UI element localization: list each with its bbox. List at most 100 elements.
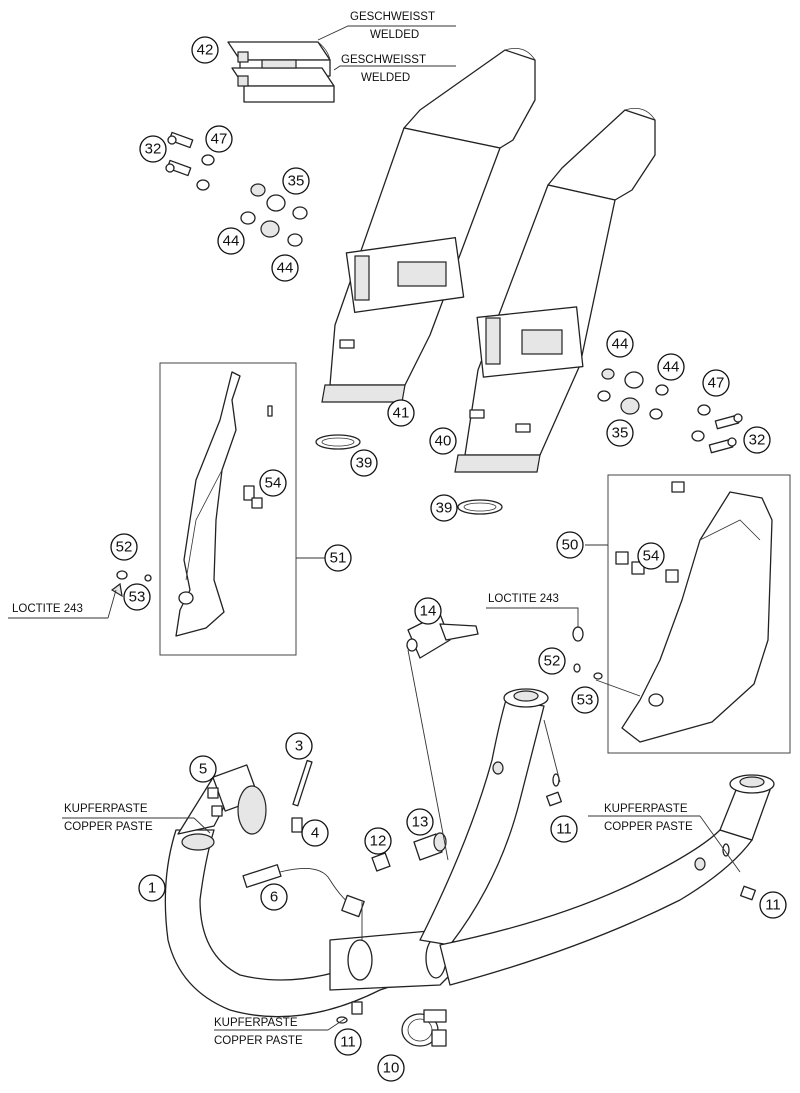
svg-text:32: 32 <box>749 432 766 449</box>
callout-42: 42 <box>191 36 219 64</box>
svg-text:54: 54 <box>643 548 660 565</box>
svg-text:47: 47 <box>708 375 725 392</box>
stud-part <box>292 759 313 807</box>
svg-text:44: 44 <box>223 233 240 250</box>
svg-text:11: 11 <box>340 1034 356 1051</box>
svg-text:1: 1 <box>148 880 156 897</box>
note-loctite-right: LOCTITE 243 <box>488 593 559 605</box>
callout-10: 10 <box>377 1054 405 1082</box>
muffler-right-part <box>454 107 656 473</box>
callout-41: 41 <box>387 399 415 427</box>
callout-32-left: 32 <box>139 135 167 163</box>
svg-text:40: 40 <box>435 433 452 450</box>
screw-11-parts <box>336 773 756 1024</box>
nut-part <box>371 852 391 872</box>
spacer-part <box>291 817 303 833</box>
note-welded-en-1: WELDED <box>370 29 419 41</box>
callout-13: 13 <box>406 808 434 836</box>
callout-14: 14 <box>414 597 442 625</box>
callout-11-bottom: 11 <box>334 1028 362 1056</box>
gasket-upper-part <box>315 434 361 450</box>
svg-text:6: 6 <box>270 889 278 906</box>
callout-54-right: 54 <box>637 542 665 570</box>
callout-32-right: 32 <box>743 426 771 454</box>
svg-text:11: 11 <box>556 821 572 838</box>
note-copper-de-left: KUPFERPASTE <box>64 803 148 815</box>
callout-44-left-1: 44 <box>217 227 245 255</box>
callout-54-left: 54 <box>259 469 287 497</box>
callout-52-right: 52 <box>538 647 566 675</box>
note-loctite-left: LOCTITE 243 <box>12 603 83 615</box>
svg-text:10: 10 <box>383 1060 400 1077</box>
svg-text:39: 39 <box>436 500 453 517</box>
svg-text:35: 35 <box>612 425 629 442</box>
note-copper-de-right: KUPFERPASTE <box>604 803 688 815</box>
callout-11-right: 11 <box>759 891 787 919</box>
sleeve-part <box>413 832 447 861</box>
svg-text:14: 14 <box>420 603 437 620</box>
lambda-sensor-part <box>242 864 365 918</box>
screw-left-part <box>116 570 128 580</box>
note-welded-de-2: GESCHWEISST <box>341 54 426 66</box>
svg-text:52: 52 <box>116 539 133 556</box>
note-welded-de-1: GESCHWEISST <box>350 11 435 23</box>
svg-text:50: 50 <box>562 537 579 554</box>
gasket-lower-part <box>457 499 503 515</box>
callout-3: 3 <box>285 732 313 760</box>
callout-35-left: 35 <box>282 167 310 195</box>
notes: GESCHWEISST WELDED GESCHWEISST WELDED LO… <box>12 11 693 1047</box>
callouts: 42 32 47 35 44 44 41 40 39 39 44 44 47 3… <box>110 36 787 1082</box>
svg-text:53: 53 <box>129 589 146 606</box>
callout-40: 40 <box>429 427 457 455</box>
exhaust-bracket-part <box>406 613 479 659</box>
svg-text:44: 44 <box>663 359 680 376</box>
callout-4: 4 <box>301 819 329 847</box>
callout-39-lower: 39 <box>430 494 458 522</box>
svg-text:54: 54 <box>265 475 282 492</box>
callout-35-right: 35 <box>606 419 634 447</box>
heat-shield-right-frame <box>607 474 791 754</box>
callout-5: 5 <box>189 755 217 783</box>
muffler-left-part <box>321 47 536 403</box>
svg-text:5: 5 <box>199 761 207 778</box>
svg-text:3: 3 <box>295 738 303 755</box>
callout-53-left: 53 <box>123 583 151 611</box>
hardware-cluster-right <box>597 368 743 454</box>
header-pipe-part <box>164 688 775 1018</box>
heat-shield-left-part <box>175 371 273 637</box>
callout-44-left-2: 44 <box>271 254 299 282</box>
svg-text:51: 51 <box>330 550 347 567</box>
svg-text:41: 41 <box>393 405 410 422</box>
svg-text:35: 35 <box>288 173 305 190</box>
callout-50: 50 <box>556 531 584 559</box>
callout-47-right: 47 <box>702 369 730 397</box>
note-copper-de-bottom: KUPFERPASTE <box>214 1017 298 1029</box>
callout-51: 51 <box>324 544 352 572</box>
svg-text:53: 53 <box>577 692 594 709</box>
svg-text:42: 42 <box>197 42 214 59</box>
hardware-cluster-left <box>165 131 308 247</box>
svg-text:44: 44 <box>277 260 294 277</box>
svg-text:44: 44 <box>612 336 629 353</box>
heat-shield-left-frame <box>159 362 297 656</box>
callout-44-right-2: 44 <box>657 353 685 381</box>
note-copper-en-right: COPPER PASTE <box>604 821 693 833</box>
svg-text:32: 32 <box>145 141 162 158</box>
callout-44-right-1: 44 <box>606 330 634 358</box>
svg-text:11: 11 <box>765 897 781 914</box>
heat-shield-right-part <box>615 481 773 743</box>
callout-11-upper: 11 <box>550 815 578 843</box>
svg-text:4: 4 <box>311 825 319 842</box>
svg-text:39: 39 <box>356 455 373 472</box>
clamp-part <box>401 1009 447 1047</box>
callout-12: 12 <box>364 827 392 855</box>
callout-47-left: 47 <box>205 125 233 153</box>
note-copper-en-bottom: COPPER PASTE <box>214 1035 303 1047</box>
svg-text:47: 47 <box>211 131 228 148</box>
svg-text:13: 13 <box>412 814 429 831</box>
callout-53-right: 53 <box>571 686 599 714</box>
callout-6: 6 <box>260 883 288 911</box>
note-copper-en-left: COPPER PASTE <box>64 821 153 833</box>
leader-lines <box>8 25 741 1031</box>
